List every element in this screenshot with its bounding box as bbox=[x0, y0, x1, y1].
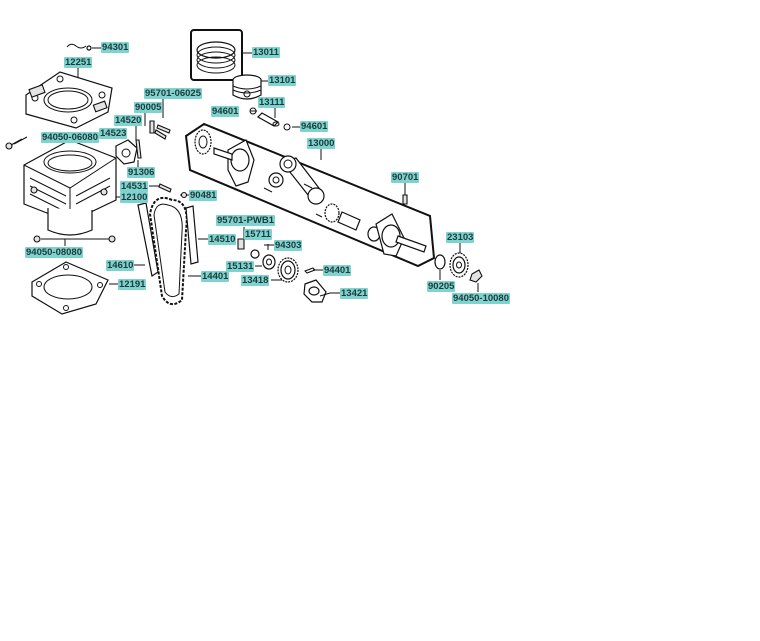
label-14523[interactable]: 14523 bbox=[99, 128, 128, 139]
label-90005[interactable]: 90005 bbox=[134, 102, 163, 113]
label-13000[interactable]: 13000 bbox=[307, 138, 336, 149]
label-94401[interactable]: 94401 bbox=[323, 265, 352, 276]
label-13011[interactable]: 13011 bbox=[252, 47, 280, 58]
label-13111[interactable]: 13111 bbox=[258, 97, 286, 108]
tensioner-drawing bbox=[115, 139, 142, 165]
label-90481[interactable]: 90481 bbox=[189, 190, 218, 201]
long-bolt-drawing bbox=[33, 235, 116, 243]
base-gasket-drawing bbox=[31, 261, 109, 315]
label-15711[interactable]: 15711 bbox=[244, 229, 272, 240]
crankshaft-assembly-drawing bbox=[184, 122, 436, 268]
woodruff-key-drawing bbox=[304, 267, 316, 274]
label-23103[interactable]: 23103 bbox=[446, 232, 475, 243]
bolt-small-drawing bbox=[5, 138, 23, 150]
crank-gear-drawing bbox=[434, 252, 483, 283]
chain-tensioner-guide-drawing bbox=[185, 205, 199, 265]
label-94050-10080[interactable]: 94050-10080 bbox=[452, 293, 510, 304]
label-13418[interactable]: 13418 bbox=[241, 275, 270, 286]
pump-small-parts-drawing bbox=[237, 238, 276, 270]
label-14401[interactable]: 14401 bbox=[201, 271, 230, 282]
label-12100[interactable]: 12100 bbox=[120, 192, 149, 203]
guide-bolts-drawing bbox=[158, 183, 188, 199]
label-94050-08080[interactable]: 94050-08080 bbox=[25, 247, 83, 258]
label-13101[interactable]: 13101 bbox=[268, 75, 297, 86]
label-90205[interactable]: 90205 bbox=[427, 281, 456, 292]
cam-chain-drawing bbox=[148, 196, 188, 306]
label-15131[interactable]: 15131 bbox=[226, 261, 255, 272]
label-95701-06025[interactable]: 95701-06025 bbox=[144, 88, 202, 99]
label-12191[interactable]: 12191 bbox=[118, 279, 147, 290]
label-14510[interactable]: 14510 bbox=[208, 234, 237, 245]
label-94050-06080[interactable]: 94050-06080 bbox=[41, 132, 99, 143]
label-14520[interactable]: 14520 bbox=[114, 115, 143, 126]
label-94303[interactable]: 94303 bbox=[274, 240, 303, 251]
label-94601-b[interactable]: 94601 bbox=[300, 121, 329, 132]
label-14531[interactable]: 14531 bbox=[120, 181, 149, 192]
piston-pin-drawing bbox=[249, 107, 291, 131]
label-94601-a[interactable]: 94601 bbox=[211, 106, 240, 117]
spring-clip-drawing bbox=[66, 43, 92, 51]
cylinder-block-drawing bbox=[23, 139, 117, 236]
label-12251[interactable]: 12251 bbox=[64, 57, 93, 68]
label-94301[interactable]: 94301 bbox=[101, 42, 130, 53]
label-90701[interactable]: 90701 bbox=[391, 172, 420, 183]
label-13421[interactable]: 13421 bbox=[340, 288, 369, 299]
piston-drawing bbox=[232, 74, 262, 100]
head-gasket-drawing bbox=[25, 71, 113, 129]
dowel-pin-drawing bbox=[402, 194, 408, 205]
label-91306[interactable]: 91306 bbox=[127, 167, 156, 178]
balancer-gear-drawing bbox=[277, 257, 299, 283]
label-14610[interactable]: 14610 bbox=[106, 260, 135, 271]
piston-rings-drawing bbox=[190, 29, 243, 81]
balancer-shaft-drawing bbox=[303, 279, 331, 303]
label-95701-PWB1[interactable]: 95701-PWB1 bbox=[216, 215, 276, 226]
bolts-drawing bbox=[149, 120, 171, 140]
